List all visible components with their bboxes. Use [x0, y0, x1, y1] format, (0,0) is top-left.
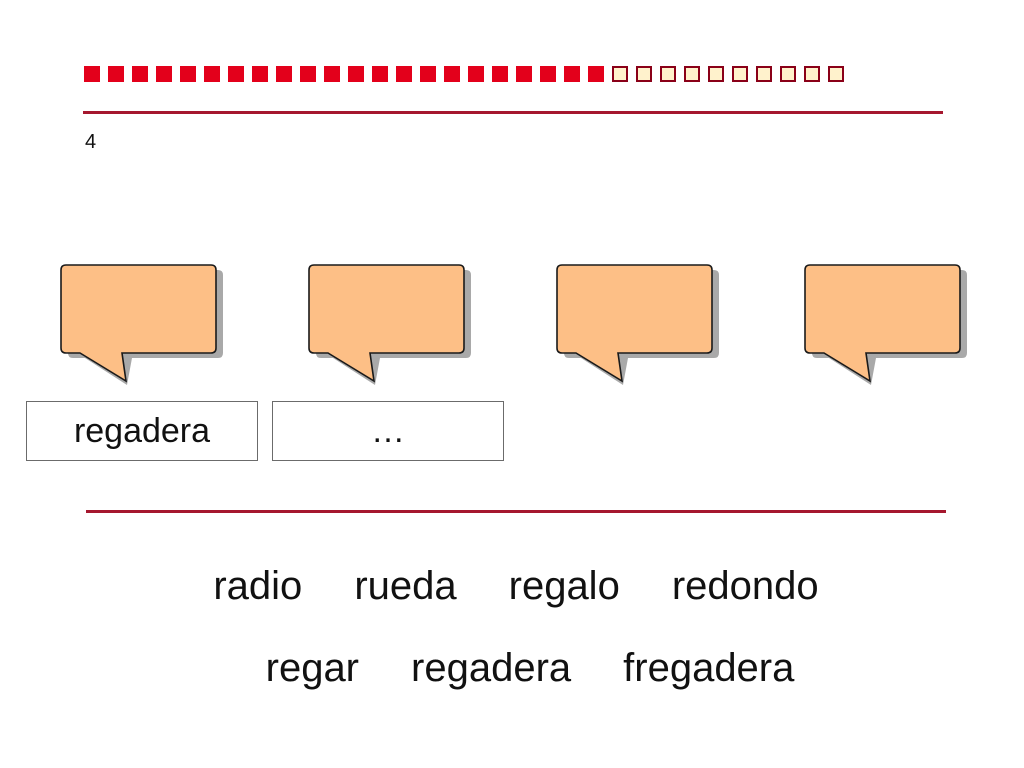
speech-bubble-4[interactable] [804, 263, 974, 388]
progress-square-filled [132, 66, 148, 82]
word-option-regadera[interactable]: regadera [411, 646, 572, 690]
speech-bubble-1[interactable] [60, 263, 230, 388]
progress-square-filled [348, 66, 364, 82]
progress-square-filled [252, 66, 268, 82]
progress-square-filled [468, 66, 484, 82]
progress-square-filled [108, 66, 124, 82]
progress-square-filled [396, 66, 412, 82]
word-option-radio[interactable]: radio [213, 564, 303, 608]
word-bank-row-2: regar regadera fregadera [0, 646, 1024, 691]
progress-square-filled [444, 66, 460, 82]
progress-square-filled [492, 66, 508, 82]
progress-square-empty [732, 66, 748, 82]
answer-box-2[interactable]: … [272, 401, 504, 461]
word-option-rueda[interactable]: rueda [354, 564, 457, 608]
progress-square-filled [420, 66, 436, 82]
answer-box-1[interactable]: regadera [26, 401, 258, 461]
word-option-regalo[interactable]: regalo [508, 564, 620, 608]
word-option-fregadera[interactable]: fregadera [623, 646, 795, 690]
progress-square-empty [708, 66, 724, 82]
word-option-regar[interactable]: regar [265, 646, 360, 690]
progress-square-filled [540, 66, 556, 82]
speech-bubble-3[interactable] [556, 263, 726, 388]
word-bank-row-1: radio rueda regalo redondo [0, 564, 1024, 609]
progress-square-empty [780, 66, 796, 82]
progress-square-filled [372, 66, 388, 82]
progress-square-empty [828, 66, 844, 82]
progress-square-filled [564, 66, 580, 82]
progress-square-filled [300, 66, 316, 82]
progress-square-filled [324, 66, 340, 82]
progress-square-empty [804, 66, 820, 82]
progress-square-filled [228, 66, 244, 82]
progress-square-filled [276, 66, 292, 82]
progress-square-empty [684, 66, 700, 82]
progress-square-empty [660, 66, 676, 82]
progress-square-filled [588, 66, 604, 82]
bottom-divider [86, 510, 946, 513]
slide-number: 4 [85, 131, 97, 153]
word-option-redondo[interactable]: redondo [671, 564, 819, 608]
progress-square-filled [516, 66, 532, 82]
progress-square-filled [84, 66, 100, 82]
speech-bubble-2[interactable] [308, 263, 478, 388]
progress-square-empty [636, 66, 652, 82]
progress-bar [84, 66, 844, 82]
progress-square-empty [756, 66, 772, 82]
top-divider [83, 111, 943, 114]
progress-square-filled [180, 66, 196, 82]
progress-square-filled [204, 66, 220, 82]
progress-square-empty [612, 66, 628, 82]
progress-square-filled [156, 66, 172, 82]
